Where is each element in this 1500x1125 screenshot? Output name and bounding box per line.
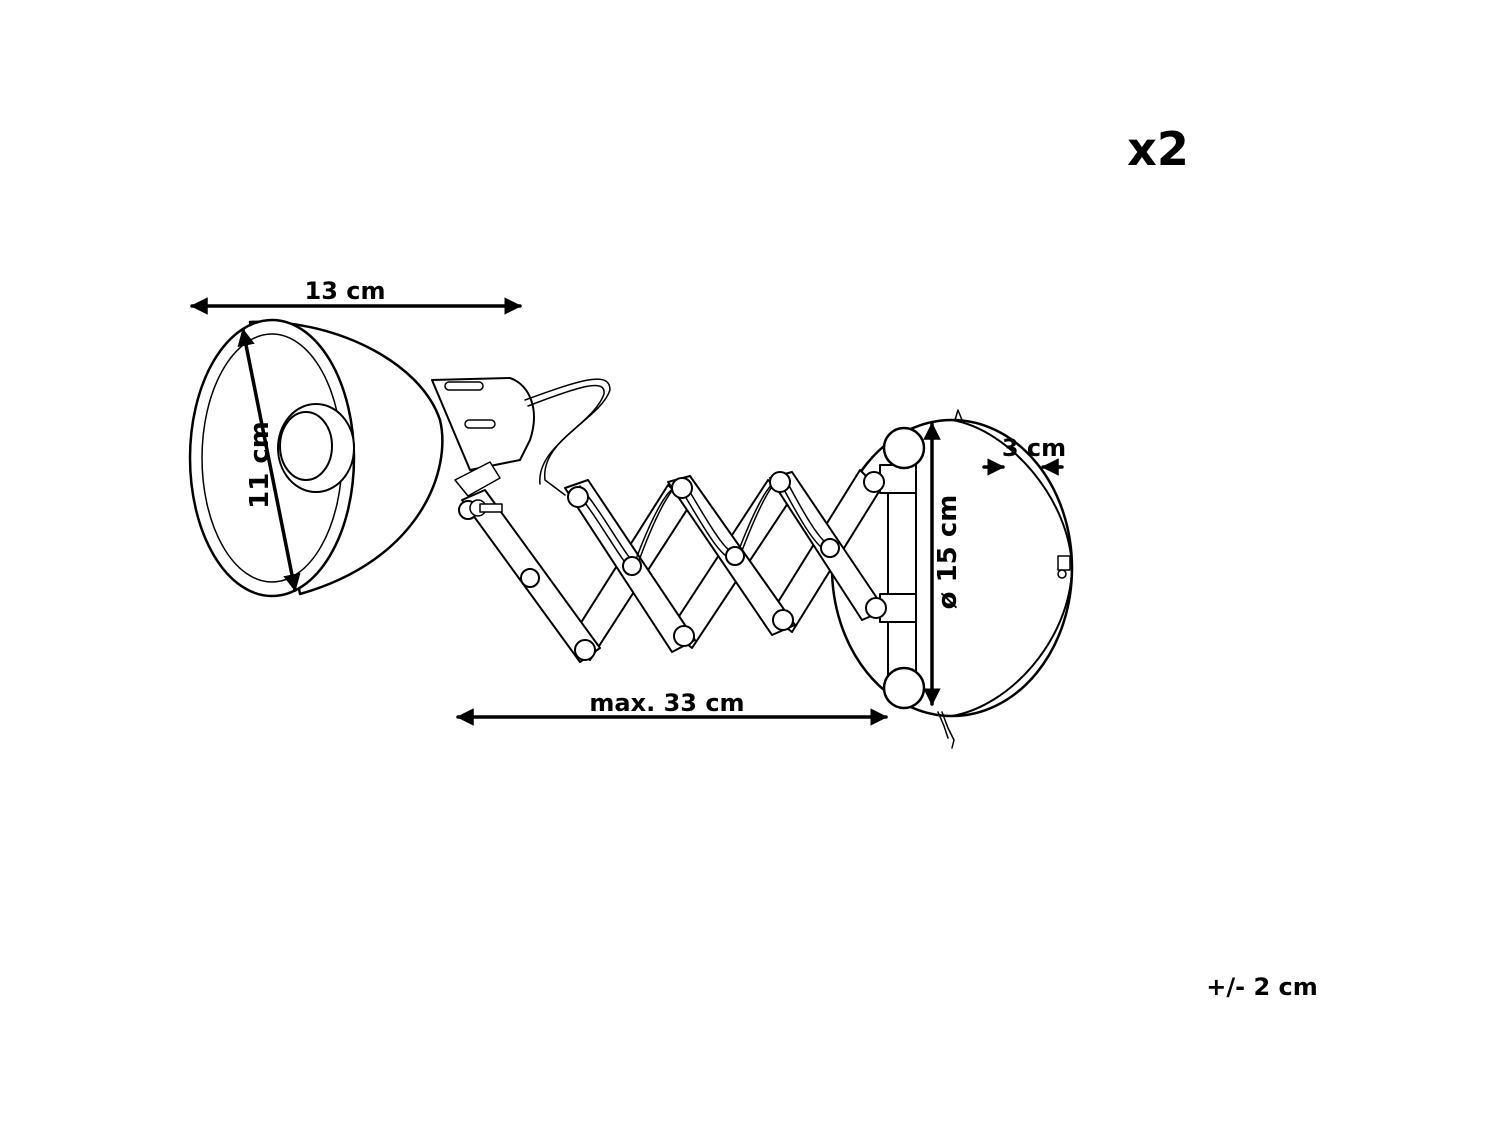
tolerance-label: +/- 2 cm [1206, 973, 1317, 1001]
base-diameter-label: ø 15 cm [933, 495, 963, 610]
scissor-arm [458, 469, 887, 663]
arm-extension-label: max. 33 cm [589, 689, 744, 717]
shade-length-label: 13 cm [305, 277, 386, 305]
base-depth-label: 3 cm [1002, 434, 1066, 462]
base-bracket [879, 426, 926, 710]
shade-diameter-label: 11 cm [245, 421, 275, 509]
quantity-label: x2 [1127, 122, 1189, 176]
shade-diameter-dimension [237, 328, 301, 592]
